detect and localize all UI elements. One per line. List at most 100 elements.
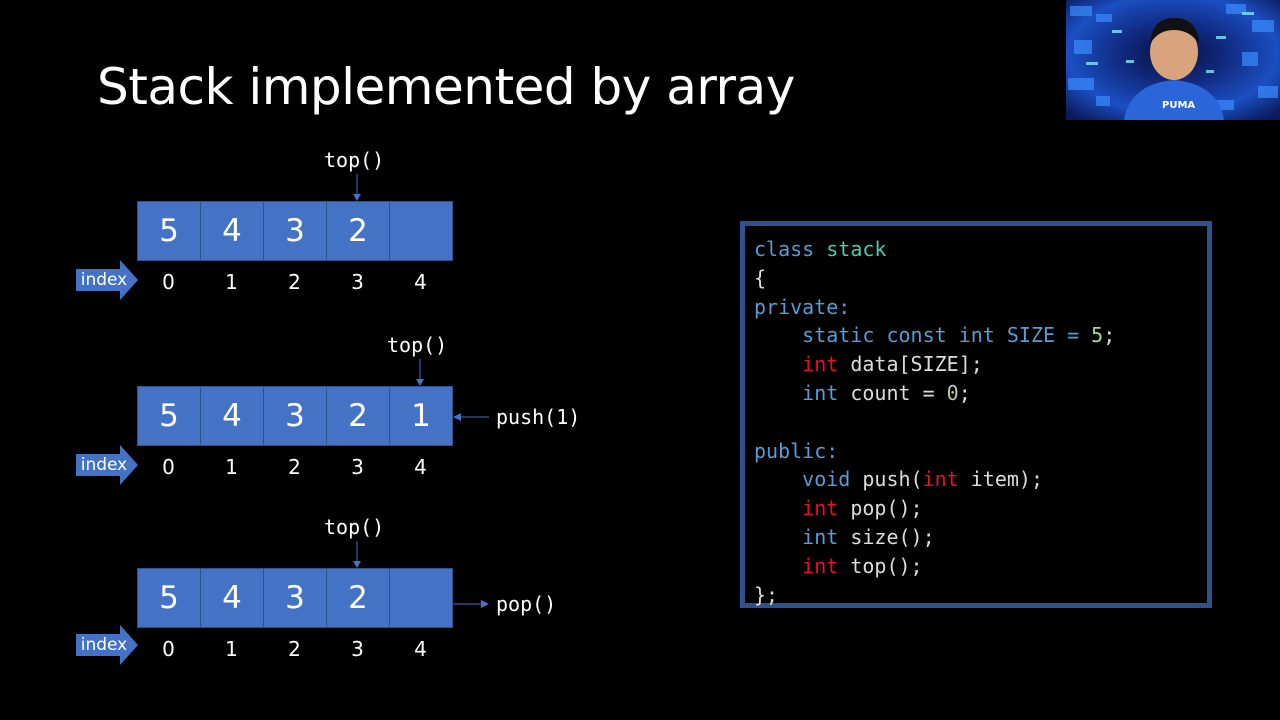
code-token [754,352,802,376]
index-value: 1 [225,637,238,661]
webcam-video-image: PUMA [1066,0,1280,120]
pop-arrow [453,600,489,608]
array-cell: 3 [264,202,327,260]
stack-diagram-push: top() 5 4 3 2 1 push(1) index 0 1 2 3 4 [0,325,640,485]
index-value: 0 [162,455,175,479]
pop-operation-label: pop() [496,592,557,616]
index-label: index [80,635,128,655]
code-line: int count = 0; [754,379,1115,408]
code-line [754,408,1115,437]
index-row: 0 1 2 3 4 [137,637,452,661]
array-cell: 4 [201,387,264,445]
code-line: int top(); [754,552,1115,581]
code-token: int [802,553,839,578]
code-line: static const int SIZE = 5; [754,321,1115,350]
index-label: index [80,270,128,290]
array-cell: 3 [264,569,327,627]
array-cell: 2 [327,569,390,627]
code-listing: class stack{private: static const int SI… [754,235,1115,609]
top-pointer-label: top() [324,515,385,539]
index-value: 3 [351,270,364,294]
webcam-overlay: PUMA [1066,0,1280,120]
index-value: 1 [225,270,238,294]
top-pointer-label: top() [387,333,448,357]
code-line: int size(); [754,523,1115,552]
code-token: class [754,237,827,261]
index-value: 0 [162,270,175,294]
array-cell: 4 [201,569,264,627]
code-line: private: [754,293,1115,322]
code-token: item); [958,467,1044,492]
svg-text:PUMA: PUMA [1162,100,1195,111]
code-line: class stack [754,235,1115,264]
array-cells: 5 4 3 2 1 [137,386,453,446]
code-token: top(); [838,553,923,578]
code-line: int data[SIZE]; [754,350,1115,379]
code-token: data[SIZE]; [838,352,983,377]
code-token: int [922,467,959,492]
code-token: ; [1103,323,1116,348]
index-arrow-tag: index [76,260,138,300]
stack-diagram-pop: top() 5 4 3 2 pop() index 0 1 2 3 4 [0,507,640,665]
array-cell [390,202,452,260]
code-token: static const int SIZE = [754,323,1092,348]
code-line: public: [754,437,1115,466]
right-arrow-icon [76,625,138,665]
index-row: 0 1 2 3 4 [137,270,452,294]
array-cell: 2 [327,387,390,445]
code-token: stack [826,237,887,261]
code-token: count = [850,380,947,405]
code-token: void [754,467,863,492]
index-value: 2 [288,270,301,294]
array-cell: 5 [138,569,201,627]
code-token: push( [862,467,923,492]
code-token: }; [754,582,779,607]
code-token: public: [754,438,839,463]
code-token: ; [958,380,971,405]
code-token: 5 [1091,323,1104,348]
code-token [754,554,802,578]
slide-title: Stack implemented by array [97,58,795,116]
code-token: pop(); [838,496,923,521]
index-value: 1 [225,455,238,479]
index-value: 4 [414,637,427,661]
code-token: private: [754,294,851,319]
index-value: 4 [414,455,427,479]
push-arrow [453,413,489,421]
code-line: void push(int item); [754,465,1115,494]
index-value: 2 [288,455,301,479]
code-token: 0 [946,380,959,405]
code-token [754,496,802,520]
index-value: 3 [351,455,364,479]
index-value: 3 [351,637,364,661]
array-cell: 5 [138,202,201,260]
code-panel: class stack{private: static const int SI… [740,221,1212,608]
right-arrow-icon [76,445,138,485]
array-cell: 5 [138,387,201,445]
top-pointer-arrow [353,174,361,201]
top-pointer-label: top() [324,148,385,172]
push-operation-label: push(1) [496,405,581,429]
index-label: index [80,455,128,475]
array-cell: 3 [264,387,327,445]
top-pointer-arrow [353,541,361,568]
array-cell: 2 [327,202,390,260]
index-arrow-tag: index [76,445,138,485]
code-line: int pop(); [754,494,1115,523]
index-arrow-tag: index [76,625,138,665]
index-row: 0 1 2 3 4 [137,455,452,479]
right-arrow-icon [76,260,138,300]
array-cell [390,569,452,627]
index-value: 0 [162,637,175,661]
array-cells: 5 4 3 2 [137,201,453,261]
code-token: int [754,380,851,405]
array-cell: 4 [201,202,264,260]
index-value: 4 [414,270,427,294]
stack-diagram-initial: top() 5 4 3 2 index 0 1 2 3 4 [0,140,640,300]
array-cells: 5 4 3 2 [137,568,453,628]
index-value: 2 [288,637,301,661]
code-token: int [802,496,839,521]
code-token: size(); [850,524,935,549]
code-token: int [754,524,851,549]
top-pointer-arrow [416,359,424,386]
